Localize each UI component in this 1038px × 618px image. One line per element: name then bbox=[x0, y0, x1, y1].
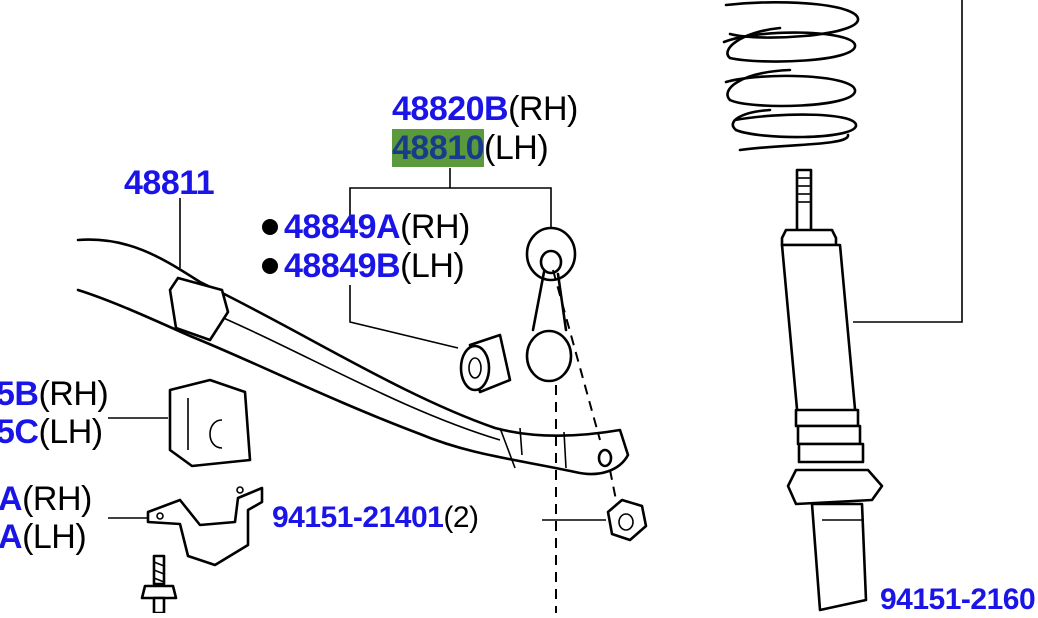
part-number-link[interactable]: 5B bbox=[0, 375, 39, 413]
part-number-link[interactable]: 48820B bbox=[392, 90, 509, 128]
leader-lines bbox=[108, 0, 963, 521]
part-number-link[interactable]: 48811 bbox=[124, 164, 215, 202]
bullet-icon bbox=[262, 258, 278, 274]
part-number-link-highlighted[interactable]: 48810 bbox=[392, 129, 485, 167]
callout-48849a[interactable]: 48849A(RH) bbox=[262, 210, 470, 244]
callout-48820b[interactable]: 48820B(RH) bbox=[392, 90, 578, 128]
part-number-link[interactable]: A bbox=[0, 518, 23, 556]
stabilizer-bar bbox=[76, 238, 630, 476]
coil-spring bbox=[722, 1, 860, 152]
callout-5b[interactable]: 5B(RH) bbox=[0, 375, 109, 413]
callout-94151-2160[interactable]: 94151-2160 bbox=[880, 583, 1036, 616]
bolt bbox=[140, 554, 178, 615]
part-number-link[interactable]: 94151-2160 bbox=[880, 583, 1036, 616]
part-number-link[interactable]: 94151-21401 bbox=[272, 501, 444, 534]
shock-absorber bbox=[780, 168, 884, 612]
callout-bracket-lh[interactable]: A(LH) bbox=[0, 518, 87, 556]
callout-48810[interactable]: 48810(LH) bbox=[392, 129, 549, 167]
callout-94151-21401[interactable]: 94151-21401(2) bbox=[272, 501, 479, 534]
callout-48811[interactable]: 48811 bbox=[124, 164, 215, 202]
callout-48849b[interactable]: 48849B(LH) bbox=[262, 247, 465, 285]
part-number-link[interactable]: 48849A bbox=[284, 208, 401, 246]
callout-bracket-rh[interactable]: A(RH) bbox=[0, 480, 92, 518]
part-number-link[interactable]: 5C bbox=[0, 413, 39, 451]
link-bushing bbox=[459, 333, 512, 394]
bullet-icon bbox=[262, 219, 278, 235]
nut bbox=[606, 498, 648, 542]
callout-5c[interactable]: 5C(LH) bbox=[0, 415, 103, 449]
bar-bushing bbox=[168, 378, 252, 468]
bracket bbox=[146, 486, 264, 567]
stabilizer-link bbox=[525, 226, 619, 613]
part-number-link[interactable]: 48849B bbox=[284, 247, 401, 285]
part-number-link[interactable]: A bbox=[0, 480, 23, 518]
